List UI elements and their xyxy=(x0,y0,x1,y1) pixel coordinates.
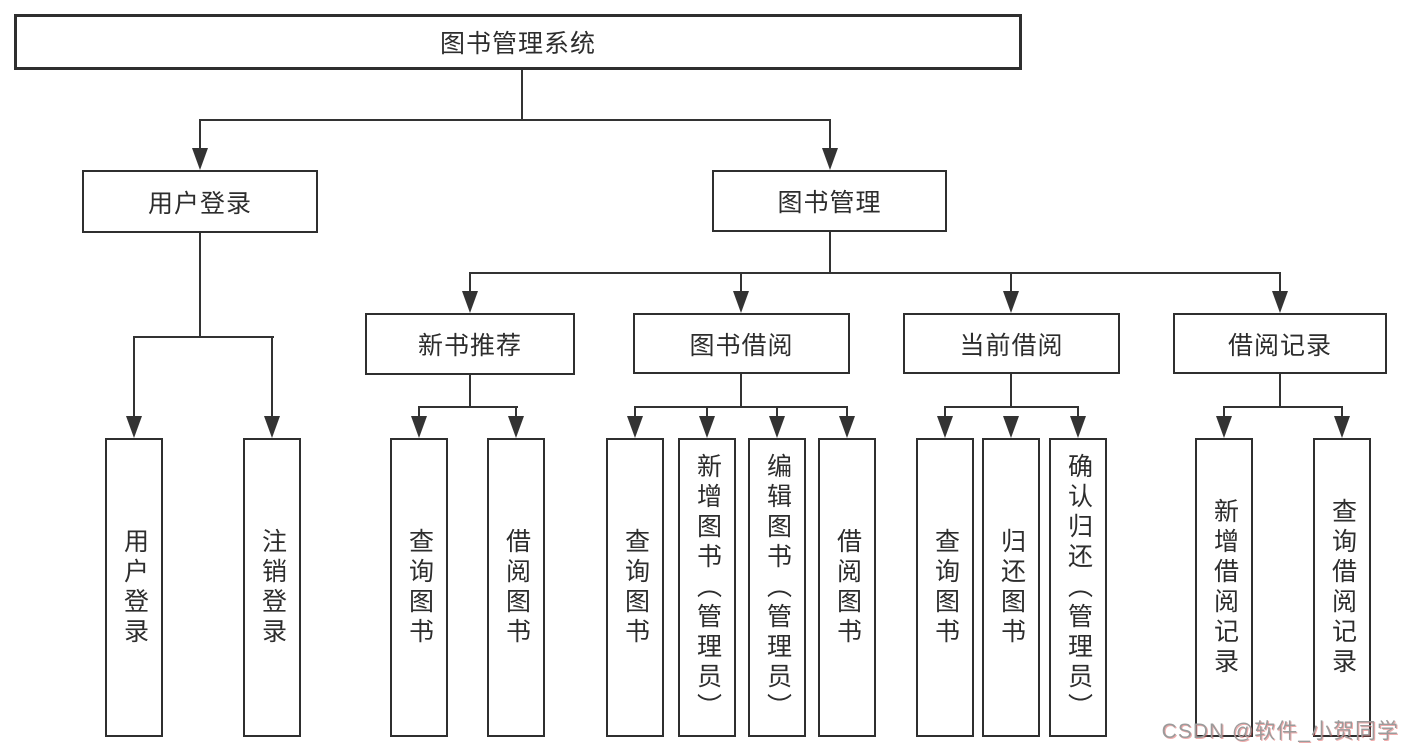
connector xyxy=(740,372,742,408)
connector xyxy=(271,336,273,420)
connector xyxy=(515,406,517,422)
arrow-down-icon xyxy=(769,416,785,438)
connector xyxy=(469,272,1281,274)
leaf-borrow-books: 借阅图书 xyxy=(818,438,876,737)
connector xyxy=(829,230,831,274)
leaf-label: 借阅图书 xyxy=(833,527,862,648)
arrow-down-icon xyxy=(627,416,643,438)
leaf-query-books-recommend: 查询图书 xyxy=(390,438,448,737)
arrow-down-icon xyxy=(192,148,208,170)
connector xyxy=(133,336,135,420)
leaf-label: 确认归还（管理员） xyxy=(1064,452,1093,723)
leaf-add-borrow-record: 新增借阅记录 xyxy=(1195,438,1253,737)
arrow-down-icon xyxy=(508,416,524,438)
arrow-down-icon xyxy=(839,416,855,438)
leaf-label: 查询图书 xyxy=(931,527,960,648)
leaf-label: 查询图书 xyxy=(621,527,650,648)
connector xyxy=(829,119,831,153)
node-new-book-recommendation: 新书推荐 xyxy=(365,313,575,375)
arrow-down-icon xyxy=(699,416,715,438)
leaf-label: 查询图书 xyxy=(405,527,434,648)
connector xyxy=(634,406,848,408)
connector xyxy=(1279,372,1281,408)
connector xyxy=(1010,272,1012,294)
leaf-label: 用户登录 xyxy=(120,527,149,648)
arrow-down-icon xyxy=(1003,291,1019,313)
connector xyxy=(418,406,420,422)
leaf-label: 查询借阅记录 xyxy=(1328,497,1357,678)
connector xyxy=(1077,406,1079,422)
arrow-down-icon xyxy=(1003,416,1019,438)
connector xyxy=(776,406,778,422)
connector xyxy=(706,406,708,422)
node-library-management-system: 图书管理系统 xyxy=(14,14,1022,70)
leaf-label: 新增借阅记录 xyxy=(1210,497,1239,678)
arrow-down-icon xyxy=(1334,416,1350,438)
arrow-down-icon xyxy=(411,416,427,438)
arrow-down-icon xyxy=(264,416,280,438)
connector xyxy=(1279,272,1281,294)
connector xyxy=(469,272,471,294)
leaf-label: 新增图书（管理员） xyxy=(693,452,722,723)
leaf-add-books-admin: 新增图书（管理员） xyxy=(678,438,736,737)
leaf-query-books-borrowing: 查询图书 xyxy=(606,438,664,737)
leaf-label: 借阅图书 xyxy=(502,527,531,648)
csdn-watermark: CSDN @软件_小贺同学 xyxy=(1161,720,1399,743)
arrow-down-icon xyxy=(462,291,478,313)
arrow-down-icon xyxy=(733,291,749,313)
arrow-down-icon xyxy=(822,148,838,170)
leaf-return-books: 归还图书 xyxy=(982,438,1040,737)
connector xyxy=(740,272,742,294)
arrow-down-icon xyxy=(1070,416,1086,438)
connector xyxy=(133,336,274,338)
node-book-management: 图书管理 xyxy=(712,170,947,232)
leaf-user-login: 用户登录 xyxy=(105,438,163,737)
connector xyxy=(634,406,636,422)
connector xyxy=(1223,406,1225,422)
connector xyxy=(521,69,523,121)
leaf-logout: 注销登录 xyxy=(243,438,301,737)
connector xyxy=(1341,406,1343,422)
arrow-down-icon xyxy=(1272,291,1288,313)
connector xyxy=(199,119,201,153)
node-user-login: 用户登录 xyxy=(82,170,318,233)
node-current-borrowing: 当前借阅 xyxy=(903,313,1120,374)
connector xyxy=(469,373,471,408)
leaf-label: 注销登录 xyxy=(258,527,287,648)
arrow-down-icon xyxy=(1216,416,1232,438)
leaf-query-books-current: 查询图书 xyxy=(916,438,974,737)
node-borrowing-records: 借阅记录 xyxy=(1173,313,1387,374)
leaf-label: 编辑图书（管理员） xyxy=(763,452,792,723)
connector xyxy=(199,119,831,121)
leaf-borrow-books-recommend: 借阅图书 xyxy=(487,438,545,737)
leaf-confirm-return-admin: 确认归还（管理员） xyxy=(1049,438,1107,737)
leaf-edit-books-admin: 编辑图书（管理员） xyxy=(748,438,806,737)
connector xyxy=(199,231,201,338)
node-book-borrowing: 图书借阅 xyxy=(633,313,850,374)
leaf-query-borrow-record: 查询借阅记录 xyxy=(1313,438,1371,737)
connector xyxy=(1223,406,1343,408)
connector xyxy=(1010,372,1012,408)
arrow-down-icon xyxy=(126,416,142,438)
connector xyxy=(944,406,946,422)
leaf-label: 归还图书 xyxy=(997,527,1026,648)
connector xyxy=(846,406,848,422)
connector xyxy=(418,406,518,408)
connector xyxy=(944,406,1079,408)
arrow-down-icon xyxy=(937,416,953,438)
